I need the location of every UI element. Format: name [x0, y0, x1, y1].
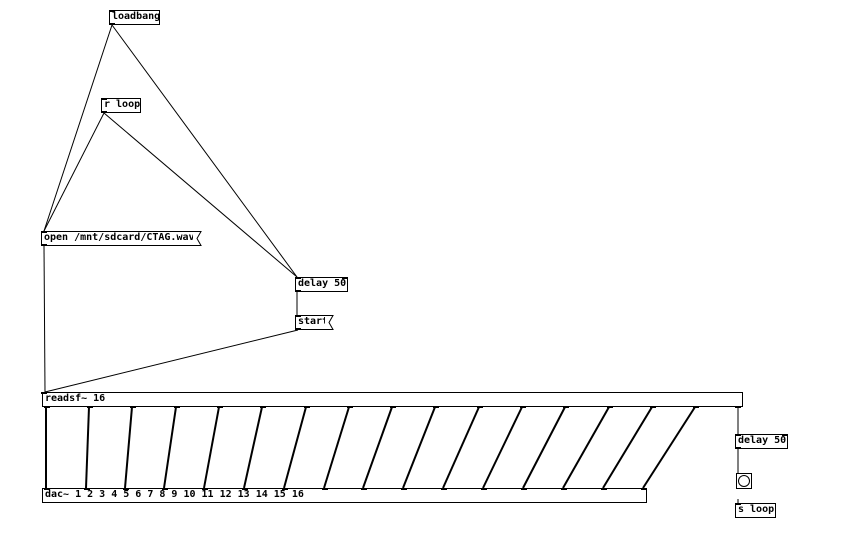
sloop-inlet[interactable] — [735, 503, 741, 505]
start-outlet[interactable] — [295, 328, 301, 330]
readsf-outlet-12[interactable] — [520, 406, 526, 408]
readsf-outlet-7[interactable] — [304, 406, 310, 408]
audio-cord-16[interactable] — [642, 406, 696, 489]
dac-label: dac~ 1 2 3 4 5 6 7 8 9 10 11 12 13 14 15… — [45, 489, 304, 500]
start-message[interactable]: start — [295, 315, 329, 330]
readsf-outlet-3[interactable] — [130, 406, 136, 408]
dac-inlet-3[interactable] — [123, 488, 129, 490]
open-inlet[interactable] — [41, 231, 47, 233]
cord-loadbang-to-delay[interactable] — [111, 24, 298, 278]
readsf-outlet-17[interactable] — [735, 406, 741, 408]
start-message-label: start — [298, 316, 329, 327]
dac-inlet-6[interactable] — [242, 488, 248, 490]
readsf-outlet-4[interactable] — [174, 406, 180, 408]
rloop-inlet[interactable] — [101, 98, 107, 100]
delay-top-outlet[interactable] — [295, 290, 301, 292]
audio-cord-2[interactable] — [85, 406, 90, 489]
audio-cord-4[interactable] — [163, 406, 177, 489]
open-file-message[interactable]: open /mnt/sdcard/CTAG.wav — [41, 231, 195, 246]
readsf-label: readsf~ 16 — [45, 393, 106, 404]
readsf-outlet-15[interactable] — [650, 406, 656, 408]
dac-inlet-14[interactable] — [561, 488, 567, 490]
readsf-object[interactable]: readsf~ 16 — [42, 392, 743, 407]
audio-cord-8[interactable] — [323, 406, 350, 489]
dac-inlet-2[interactable] — [84, 488, 90, 490]
audio-cord-7[interactable] — [283, 406, 307, 489]
dac-inlet-15[interactable] — [601, 488, 607, 490]
receive-loop-object[interactable]: r loop — [101, 98, 141, 113]
dac-object[interactable]: dac~ 1 2 3 4 5 6 7 8 9 10 11 12 13 14 15… — [42, 488, 647, 503]
open-message-label: open /mnt/sdcard/CTAG.wav — [44, 232, 195, 243]
cord-loadbang-to-open[interactable] — [43, 24, 113, 232]
audio-cord-9[interactable] — [362, 406, 393, 489]
delay-right-inlet-right[interactable] — [782, 434, 788, 436]
audio-cord-15[interactable] — [602, 406, 653, 489]
readsf-outlet-5[interactable] — [217, 406, 223, 408]
audio-cord-13[interactable] — [522, 406, 566, 489]
audio-cord-3[interactable] — [124, 406, 133, 489]
audio-cord-11[interactable] — [442, 406, 480, 489]
dac-inlet-5[interactable] — [202, 488, 208, 490]
readsf-outlet-14[interactable] — [607, 406, 613, 408]
audio-cord-6[interactable] — [243, 406, 263, 489]
bang-button[interactable] — [736, 473, 752, 489]
loadbang-inlet[interactable] — [109, 10, 115, 12]
delay-object-right[interactable]: delay 50 — [735, 434, 788, 449]
audio-cord-10[interactable] — [402, 406, 436, 489]
start-inlet[interactable] — [295, 315, 301, 317]
cord-rloop-to-delay[interactable] — [103, 112, 298, 278]
dac-inlet-13[interactable] — [521, 488, 527, 490]
delay-right-label: delay 50 — [738, 435, 787, 446]
delay-top-label: delay 50 — [298, 278, 347, 289]
loadbang-object[interactable]: loadbang — [109, 10, 160, 25]
audio-cord-5[interactable] — [203, 406, 220, 489]
delay-top-inlet-left[interactable] — [295, 277, 301, 279]
send-loop-object[interactable]: s loop — [735, 503, 776, 518]
readsf-outlet-6[interactable] — [260, 406, 266, 408]
open-outlet[interactable] — [41, 244, 47, 246]
dac-inlet-11[interactable] — [441, 488, 447, 490]
readsf-outlet-9[interactable] — [390, 406, 396, 408]
dac-inlet-4[interactable] — [162, 488, 168, 490]
open-message-flag-icon — [193, 231, 202, 246]
readsf-inlet[interactable] — [41, 392, 47, 394]
dac-inlet-8[interactable] — [322, 488, 328, 490]
readsf-outlet-10[interactable] — [433, 406, 439, 408]
loadbang-outlet[interactable] — [109, 23, 115, 25]
delay-right-inlet-left[interactable] — [735, 434, 741, 436]
delay-top-inlet-right[interactable] — [342, 277, 348, 279]
readsf-outlet-16[interactable] — [693, 406, 699, 408]
dac-inlet-10[interactable] — [401, 488, 407, 490]
dac-inlet-12[interactable] — [481, 488, 487, 490]
dac-inlet-1[interactable] — [44, 488, 50, 490]
readsf-outlet-13[interactable] — [563, 406, 569, 408]
loadbang-label: loadbang — [112, 11, 161, 22]
start-message-flag-icon — [325, 315, 334, 330]
r-loop-label: r loop — [104, 99, 141, 110]
cord-rloop-to-open[interactable] — [43, 112, 105, 232]
cord-start-to-readsf[interactable] — [44, 329, 299, 393]
rloop-outlet[interactable] — [101, 111, 107, 113]
audio-cord-14[interactable] — [562, 406, 610, 489]
readsf-outlet-1[interactable] — [44, 406, 50, 408]
readsf-outlet-8[interactable] — [347, 406, 353, 408]
dac-inlet-7[interactable] — [282, 488, 288, 490]
dac-inlet-16[interactable] — [641, 488, 647, 490]
dac-inlet-9[interactable] — [361, 488, 367, 490]
readsf-outlet-11[interactable] — [477, 406, 483, 408]
bang-circle-icon — [738, 475, 750, 487]
readsf-outlet-2[interactable] — [87, 406, 93, 408]
delay-right-outlet[interactable] — [735, 447, 741, 449]
s-loop-label: s loop — [738, 504, 775, 515]
audio-cord-12[interactable] — [482, 406, 523, 489]
cord-open-to-readsf[interactable] — [43, 245, 46, 393]
delay-object-top[interactable]: delay 50 — [295, 277, 348, 292]
